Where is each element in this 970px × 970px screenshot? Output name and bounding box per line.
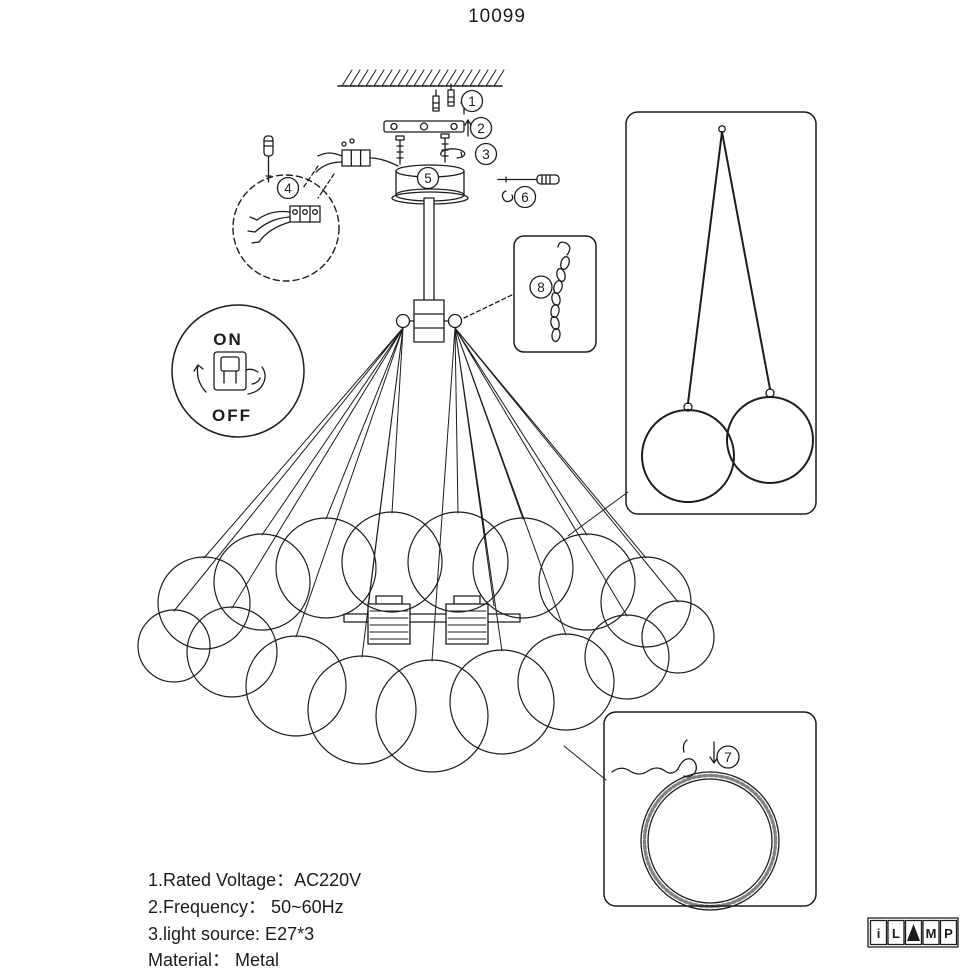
chain-line xyxy=(611,767,679,775)
screwdriver-icon xyxy=(497,174,560,203)
wiring-detail-circle xyxy=(232,174,340,282)
eye-ring-right xyxy=(447,313,463,329)
step-number: 4 xyxy=(284,181,292,196)
chain-detail-box xyxy=(463,235,597,353)
step-number: 2 xyxy=(477,121,485,136)
spec-material: Material： Metal xyxy=(148,950,279,970)
model-number: 10099 xyxy=(468,6,526,27)
switch-detail-circle: ON OFF xyxy=(171,304,305,438)
switch-on-label: ON xyxy=(213,330,243,349)
brand-logo: i L M P xyxy=(867,917,959,948)
step-badge-1: 1 xyxy=(460,89,484,113)
spec-rated-voltage: 1.Rated Voltage：AC220V xyxy=(148,870,361,890)
step-badge-4: 4 xyxy=(276,176,300,200)
rotate-arrow-icon xyxy=(193,364,207,393)
logo-letter-l: L xyxy=(892,926,900,941)
ring-detail-box xyxy=(563,711,817,911)
step-badge-3: 3 xyxy=(474,142,498,166)
wire-connector xyxy=(302,138,399,199)
leader-line xyxy=(563,745,607,781)
step-badge-5: 5 xyxy=(416,166,440,190)
hook-icon xyxy=(501,190,514,203)
hook-icon xyxy=(677,739,697,778)
screwdriver-vertical-icon xyxy=(263,135,274,183)
logo-letter-i: i xyxy=(877,926,881,941)
step-number: 3 xyxy=(482,147,490,162)
suspension-strings xyxy=(173,327,679,662)
eye-ring-left xyxy=(395,313,411,329)
step-number: 1 xyxy=(468,94,476,109)
lamp-socket-right xyxy=(445,603,489,645)
rotate-arrow-icon xyxy=(440,148,466,159)
step-badge-7: 7 xyxy=(716,745,740,769)
switch-off-label: OFF xyxy=(212,406,252,425)
mounting-screws xyxy=(395,133,466,165)
logo-letter-p: P xyxy=(944,926,953,941)
step-number: 7 xyxy=(724,750,732,765)
large-ring xyxy=(640,771,780,911)
rings-detail-box xyxy=(567,111,817,537)
spec-light-source: 3.light source: E27*3 xyxy=(148,924,314,944)
leader-line xyxy=(567,491,629,537)
suspension-rod xyxy=(395,197,463,343)
spec-frequency: 2.Frequency： 50~60Hz xyxy=(148,897,344,917)
lamp-triangle-icon xyxy=(907,924,920,941)
glass-ball-cluster xyxy=(137,511,715,773)
leader-line xyxy=(302,165,335,199)
hand-icon xyxy=(245,366,266,395)
specifications: 1.Rated Voltage：AC220V 2.Frequency： 50~6… xyxy=(148,870,361,970)
step-number: 6 xyxy=(521,190,529,205)
arrow-up-icon xyxy=(464,119,472,137)
step-badge-2: 2 xyxy=(469,116,493,140)
step-badge-6: 6 xyxy=(513,185,537,209)
logo-letter-m: M xyxy=(926,926,937,941)
step-badge-8: 8 xyxy=(529,275,553,299)
mounting-bracket xyxy=(383,119,472,137)
step-number: 5 xyxy=(424,171,432,186)
ceiling-hatch xyxy=(337,69,505,87)
pendant-ring-left xyxy=(641,409,735,503)
pendant-ring-right xyxy=(726,396,814,484)
step-number: 8 xyxy=(537,280,545,295)
hub-block xyxy=(413,299,445,343)
leader-line xyxy=(463,293,515,319)
